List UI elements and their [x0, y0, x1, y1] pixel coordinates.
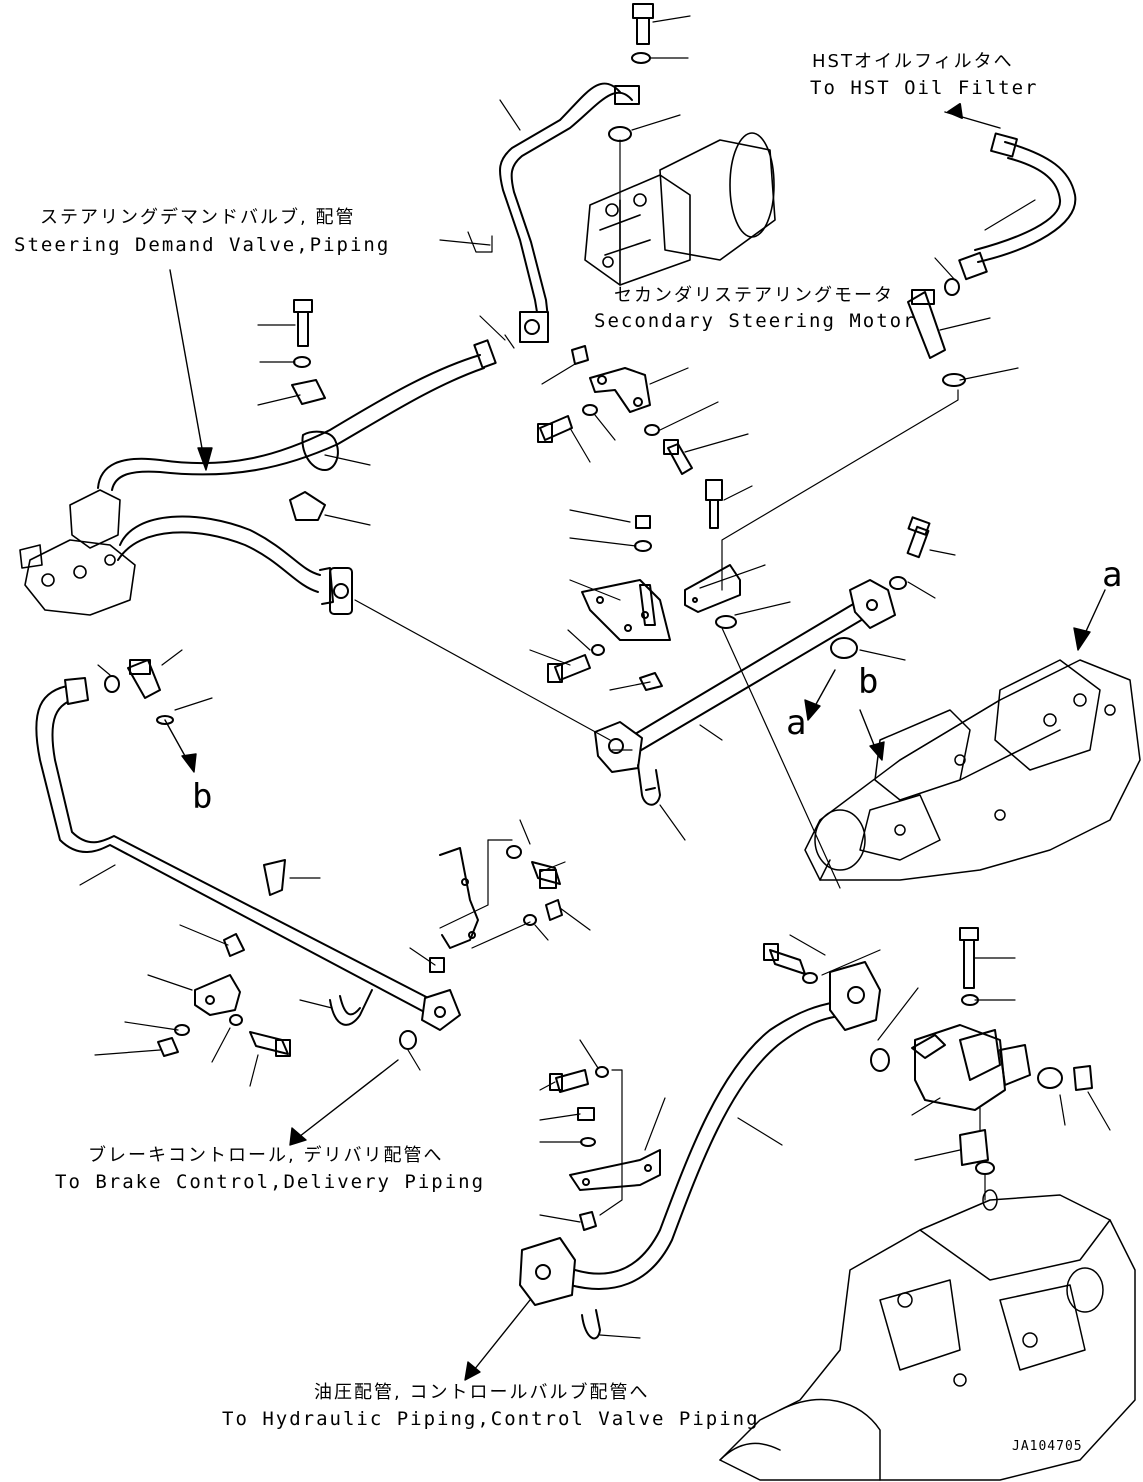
hydraulic-label-en: To Hydraulic Piping,Control Valve Piping — [222, 1408, 760, 1430]
top-bolt — [614, 3, 654, 105]
pointer-arrows — [164, 269, 1106, 1381]
drawing-code: JA104705 — [1012, 1439, 1083, 1454]
hst-elbow — [907, 289, 946, 359]
brake-oring — [399, 1030, 417, 1050]
secondary-motor-label-jp: セカンダリステアリングモータ — [614, 285, 894, 306]
hose-clamp — [289, 379, 339, 521]
steering-demand-valve — [19, 489, 136, 616]
lower-mid-fasteners — [506, 845, 563, 926]
mid-bolts — [537, 404, 723, 552]
steering-hose-upper — [97, 339, 497, 491]
plate-bolts — [547, 644, 663, 691]
b-oring — [104, 675, 120, 693]
upper-pipe — [498, 82, 633, 343]
marker-b-left: b — [192, 777, 213, 817]
steering-hose-lower — [117, 515, 353, 615]
hst-oring — [944, 278, 960, 296]
clamp-bolt — [293, 299, 313, 368]
steering-label-en: Steering Demand Valve,Piping — [14, 234, 391, 256]
marker-a-right: a — [1102, 555, 1123, 595]
flange-oring — [715, 615, 737, 629]
hst-label-en: To HST Oil Filter — [810, 77, 1039, 99]
secondary-steering-motor — [584, 132, 776, 286]
hst-oring-2 — [942, 373, 966, 387]
block-flange — [684, 564, 741, 613]
b-oring-2 — [156, 715, 174, 725]
pipe-oring — [830, 637, 858, 659]
hydraulic-bracket — [569, 1149, 661, 1340]
pump-assembly-right — [804, 659, 1141, 881]
marker-b-right: b — [858, 662, 879, 702]
control-valve-block — [870, 927, 1093, 1175]
lower-left-pipe — [35, 677, 461, 1031]
b-elbow — [127, 659, 161, 699]
plate-bracket — [581, 579, 671, 641]
brake-label-jp: ブレーキコントロール, デリバリ配管へ — [88, 1145, 444, 1166]
top-oring — [608, 126, 632, 142]
hydraulic-pipe — [519, 961, 881, 1306]
u-bolt — [637, 764, 661, 806]
hydraulic-label-jp: 油圧配管, コントロールバルブ配管へ — [314, 1382, 650, 1403]
marker-a-mid: a — [786, 703, 807, 743]
long-pipe — [594, 516, 931, 773]
hst-hose — [944, 103, 1077, 281]
leader-lines — [79, 15, 1111, 1339]
secondary-motor-label-en: Secondary Steering Motor — [594, 310, 917, 332]
mid-bracket — [571, 345, 651, 413]
steering-label-jp: ステアリングデマンドバルブ, 配管 — [40, 207, 356, 228]
pump-assembly-bottom — [719, 1189, 1136, 1481]
brake-label-en: To Brake Control,Delivery Piping — [55, 1171, 486, 1193]
hst-label-jp: HSTオイルフィルタへ — [812, 51, 1014, 72]
